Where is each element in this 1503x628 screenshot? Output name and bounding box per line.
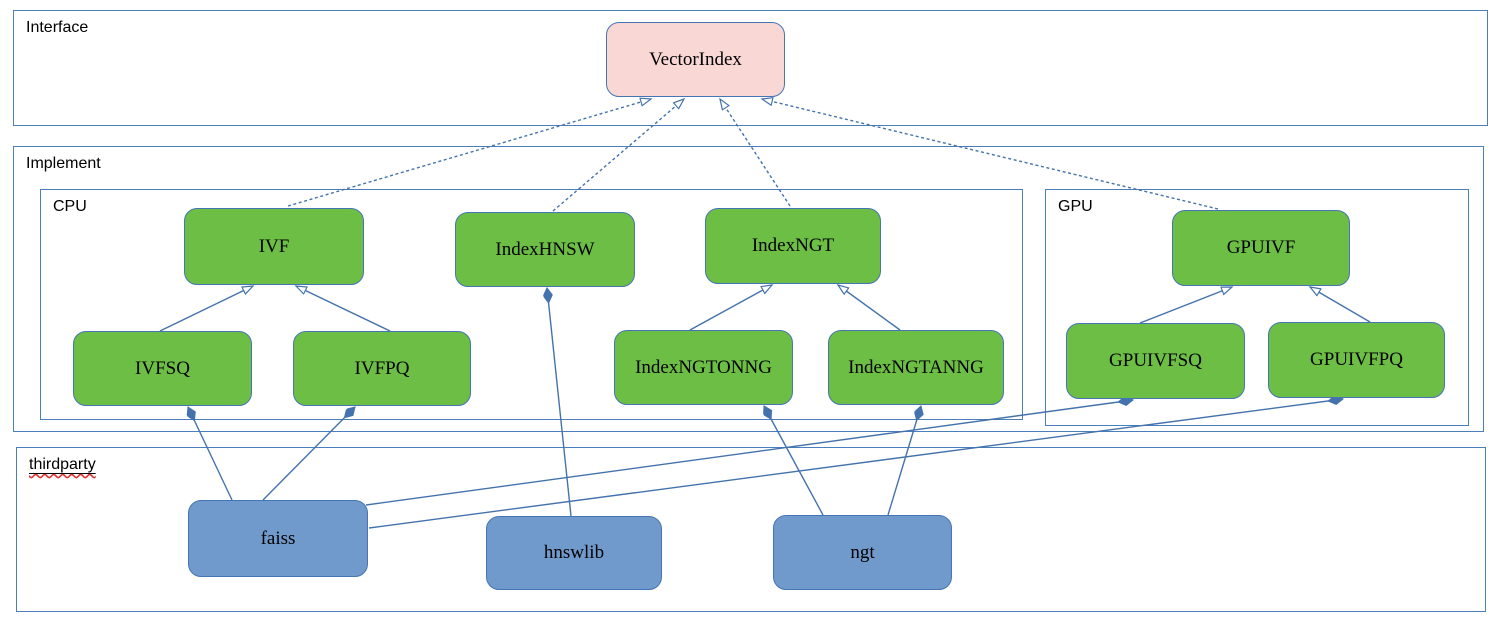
node-ivfsq-label: IVFSQ (135, 357, 190, 379)
node-ngt-label: ngt (850, 541, 875, 563)
node-gpuivfsq-label: GPUIVFSQ (1109, 350, 1202, 371)
container-label-thirdparty-text: thirdparty (29, 456, 96, 473)
node-gpuivfsq: GPUIVFSQ (1066, 323, 1245, 399)
node-ivf: IVF (184, 208, 364, 285)
node-hnswlib: hnswlib (486, 516, 662, 590)
node-indexngtonng-label: IndexNGTONNG (635, 356, 772, 378)
node-gpuivfpq: GPUIVFPQ (1268, 322, 1445, 398)
node-ivfsq: IVFSQ (73, 331, 252, 406)
node-faiss: faiss (188, 500, 368, 577)
node-indexngtanng-label: IndexNGTANNG (848, 356, 984, 378)
node-hnswlib-label: hnswlib (543, 542, 605, 563)
node-ivf-label: IVF (258, 235, 290, 257)
container-label-gpu: GPU (1058, 198, 1093, 215)
node-indexngtonng: IndexNGTONNG (614, 330, 793, 405)
node-ivfpq-label: IVFPQ (354, 357, 410, 379)
node-gpuivfpq-label: GPUIVFPQ (1310, 349, 1403, 370)
node-gpuivf-label: GPUIVF (1226, 237, 1296, 258)
container-label-cpu: CPU (53, 198, 87, 215)
node-indexngt: IndexNGT (705, 208, 881, 284)
node-faiss-label: faiss (260, 527, 296, 549)
node-gpuivf: GPUIVF (1172, 210, 1350, 286)
node-ngt: ngt (773, 515, 952, 590)
node-indexngtanng: IndexNGTANNG (828, 330, 1004, 405)
node-indexhnsw: IndexHNSW (455, 212, 635, 287)
container-label-thirdparty: thirdparty (29, 456, 96, 474)
node-indexngt-label: IndexNGT (751, 235, 835, 256)
container-label-implement: Implement (26, 155, 101, 172)
container-label-interface: Interface (26, 19, 89, 36)
node-vectorindex: VectorIndex (606, 22, 785, 97)
node-indexhnsw-label: IndexHNSW (495, 238, 595, 260)
node-vectorindex-label: VectorIndex (649, 48, 742, 70)
node-ivfpq: IVFPQ (293, 331, 471, 406)
